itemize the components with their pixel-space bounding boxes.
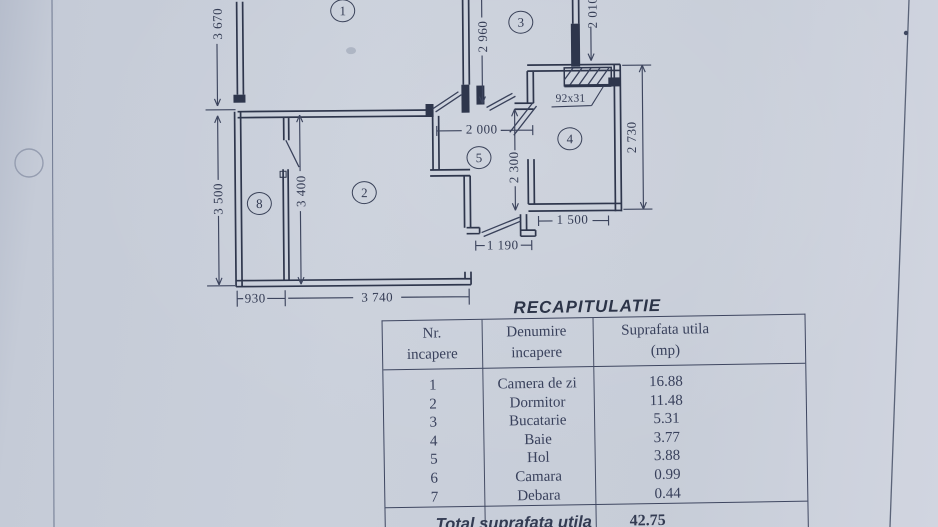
header-nr-line1: Nr.	[422, 325, 442, 342]
door-hinge-mark	[279, 170, 287, 178]
header-suprafata-line1: Suprafata utila	[621, 321, 710, 339]
header-nr-line2: incapere	[406, 346, 458, 363]
room-circle-5: 5	[466, 145, 492, 170]
header-denumire-line1: Denumire	[506, 323, 567, 341]
cell-nr: 3	[429, 414, 438, 431]
dim-3500: 3 500	[210, 182, 226, 215]
paper-smudge	[346, 47, 357, 55]
cell-nr: 1	[428, 377, 437, 394]
cell-name: Baie	[524, 431, 552, 448]
dimension-lines	[205, 0, 653, 307]
dim-3670: 3 670	[209, 7, 225, 40]
dimension-arrows	[213, 53, 647, 286]
cell-name: Dormitor	[509, 394, 566, 411]
punch-hole	[14, 148, 44, 178]
page-edge-line-left	[51, 0, 55, 527]
window-hatch	[551, 66, 613, 108]
cell-nr: 7	[430, 489, 439, 506]
window-label-callout	[551, 86, 604, 108]
dim-930: 930	[244, 290, 266, 306]
cell-name: Debara	[517, 487, 561, 504]
dim-1500: 1 500	[556, 211, 589, 227]
dim-2000: 2 000	[465, 121, 498, 137]
room-circle-8: 8	[246, 191, 272, 216]
header-denumire: Denumire incapere	[481, 318, 592, 368]
page-edge-line-right	[889, 0, 910, 527]
cell-nr: 6	[430, 470, 439, 487]
dim-2300: 2 300	[505, 151, 522, 184]
cell-nr: 2	[429, 396, 437, 413]
cell-name: Camera de zi	[497, 375, 577, 393]
total-label: Total suprafata utila	[435, 513, 593, 527]
door-swings	[285, 91, 538, 238]
cell-name: Hol	[526, 450, 550, 467]
header-nr: Nr. incapere	[383, 320, 482, 370]
dim-2010: 2 010	[584, 0, 600, 29]
dim-3400: 3 400	[293, 175, 309, 208]
window-size-label: 92x31	[555, 92, 586, 105]
room-circle-2: 2	[351, 180, 377, 205]
dim-1190: 1 190	[486, 237, 519, 253]
header-denumire-line2: incapere	[511, 344, 563, 362]
cell-nr: 4	[429, 433, 438, 450]
total-value: 42.75	[629, 512, 666, 527]
cell-name: Bucatarie	[508, 412, 567, 430]
cell-nr: 5	[430, 451, 438, 468]
dim-2960: 2 960	[474, 20, 491, 53]
room-circle-3: 3	[508, 10, 534, 34]
room-circle-4: 4	[557, 127, 583, 151]
cell-name: Camara	[515, 468, 563, 486]
ink-speck	[903, 30, 909, 36]
header-suprafata: Suprafata utila (mp)	[591, 315, 805, 366]
recap-section: RECAPITULATIE Nr. incapere Denumire inca…	[381, 293, 810, 527]
header-suprafata-line2: (mp)	[650, 342, 681, 360]
walls	[233, 0, 623, 288]
dim-2730: 2 730	[623, 121, 639, 154]
recap-table: Nr. incapere Denumire incapere Suprafata…	[381, 313, 810, 527]
